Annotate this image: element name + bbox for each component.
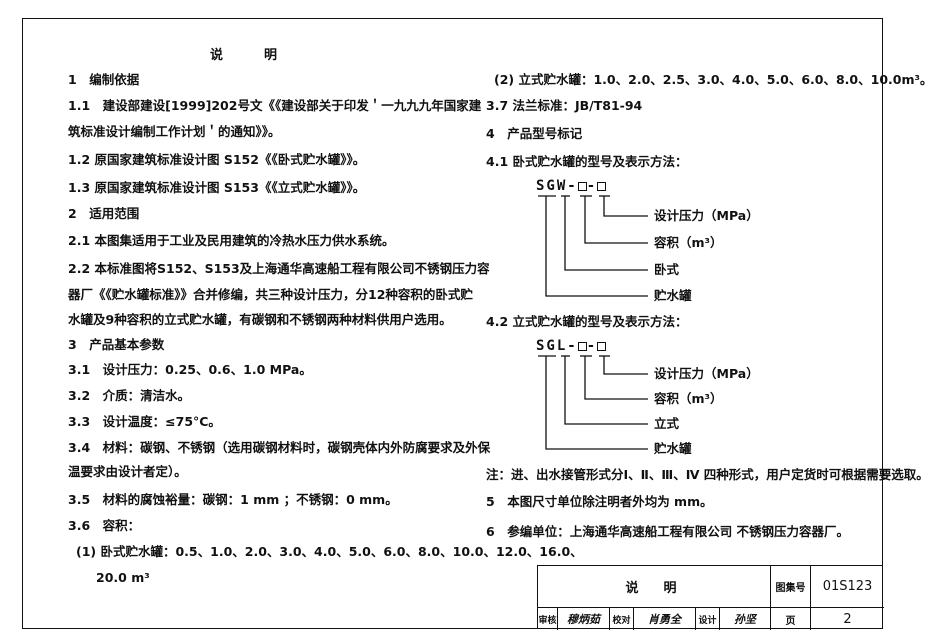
note-connection-types: 注：进、出水接管形式分Ⅰ、Ⅱ、Ⅲ、Ⅳ 四种形式，用户定货时可根据需要选取。: [486, 467, 929, 482]
item-3-6-2: (2) 立式贮水罐：1.0、2.0、2.5、3.0、4.0、5.0、6.0、8.…: [494, 72, 932, 87]
atlas-number-label: 图集号: [771, 566, 811, 608]
item-1-2: 1.2 原国家建筑标准设计图 S152《《卧式贮水罐》》。: [68, 152, 366, 167]
item-4-1: 4.1 卧式贮水罐的型号及表示方法：: [486, 154, 688, 169]
design-signature: 孙坚: [720, 608, 771, 630]
item-3-4-line2: 温要求由设计者定）。: [68, 464, 187, 479]
model-diagram-2-leaders: [538, 355, 648, 450]
item-3-4-line1: 3.4 材料：碳钢、不锈钢（选用碳钢材料时，碳钢壳体内外防腐要求及外保: [68, 440, 491, 455]
diagram-1-label-type: 卧式: [654, 262, 680, 277]
placeholder-box: [597, 341, 607, 351]
page-title: 说 明: [210, 48, 292, 63]
title-block-name: 说 明: [538, 566, 771, 608]
item-3-1: 3.1 设计压力：0.25、0.6、1.0 MPa。: [68, 362, 312, 377]
diagram-2-label-type: 立式: [654, 416, 680, 431]
diagram-2-label-volume: 容积（m³）: [654, 391, 723, 406]
review-label: 审核: [538, 608, 558, 630]
check-label: 校对: [610, 608, 634, 630]
placeholder-box: [577, 341, 587, 351]
section-4-heading: 4 产品型号标记: [486, 126, 583, 141]
design-label: 设计: [696, 608, 720, 630]
item-4-2: 4.2 立式贮水罐的型号及表示方法：: [486, 314, 688, 329]
model-diagram-1-leaders: [538, 195, 648, 297]
section-2-heading: 2 适用范围: [68, 206, 140, 221]
item-6: 6 参编单位：上海通华高速船工程有限公司 不锈钢压力容器厂。: [486, 524, 850, 539]
code-prefix: SG: [536, 178, 557, 194]
diagram-1-label-volume: 容积（m³）: [654, 235, 723, 250]
item-2-2-line2: 器厂《《贮水罐标准》》合并修编，共三种设计压力，分12种容积的卧式贮: [68, 287, 473, 302]
diagram-1-label-pressure: 设计压力（MPa）: [654, 208, 759, 223]
check-signature: 肖勇全: [634, 608, 696, 630]
title-block: 说 明 图集号 01S123 审核 穆炳茹 校对 肖勇全 设计 孙坚 页 2: [537, 565, 884, 630]
placeholder-box: [597, 181, 607, 191]
item-2-1: 2.1 本图集适用于工业及民用建筑的冷热水压力供水系统。: [68, 233, 395, 248]
item-1-1-line2: 筑标准设计编制工作计划＇的通知》》。: [68, 124, 281, 139]
item-1-1-line1: 1.1 建设部建设[1999]202号文《《建设部关于印发＇一九九九年国家建: [68, 98, 482, 113]
section-1-heading: 1 编制依据: [68, 72, 140, 87]
code-prefix: SG: [536, 338, 557, 354]
page-label: 页: [771, 608, 811, 630]
item-5: 5 本图尺寸单位除注明者外均为 mm。: [486, 494, 713, 509]
code-letter: L: [556, 338, 568, 354]
item-3-7: 3.7 法兰标准：JB/T81-94: [486, 98, 643, 113]
diagram-2-label-tank: 贮水罐: [654, 441, 692, 456]
item-3-6: 3.6 容积：: [68, 518, 141, 533]
page-number: 2: [843, 611, 852, 627]
diagram-1-label-tank: 贮水罐: [654, 288, 692, 303]
drawing-frame: [22, 18, 883, 629]
item-3-6-1-line2: 20.0 m³: [96, 570, 150, 585]
code-letter: W: [556, 178, 568, 194]
item-3-3: 3.3 设计温度：≤75°C。: [68, 414, 221, 429]
diagram-2-label-pressure: 设计压力（MPa）: [654, 366, 759, 381]
item-3-6-1-line1: (1) 卧式贮水罐：0.5、1.0、2.0、3.0、4.0、5.0、6.0、8.…: [76, 544, 583, 559]
model-code-vertical: SGL--: [536, 338, 607, 354]
item-2-2-line3: 水罐及9种容积的立式贮水罐，有碳钢和不锈钢两种材料供用户选用。: [68, 312, 452, 327]
item-1-3: 1.3 原国家建筑标准设计图 S153《《立式贮水罐》》。: [68, 180, 366, 195]
item-3-5: 3.5 材料的腐蚀裕量：碳钢：1 mm ；不锈钢：0 mm。: [68, 492, 398, 507]
item-3-2: 3.2 介质：清洁水。: [68, 388, 191, 403]
item-2-2-line1: 2.2 本标准图将S152、S153及上海通华高速船工程有限公司不锈钢压力容: [68, 261, 490, 276]
placeholder-box: [577, 181, 587, 191]
review-signature: 穆炳茹: [558, 608, 610, 630]
model-code-horizontal: SGW--: [536, 178, 607, 194]
atlas-number: 01S123: [811, 566, 884, 608]
section-3-heading: 3 产品基本参数: [68, 337, 165, 352]
